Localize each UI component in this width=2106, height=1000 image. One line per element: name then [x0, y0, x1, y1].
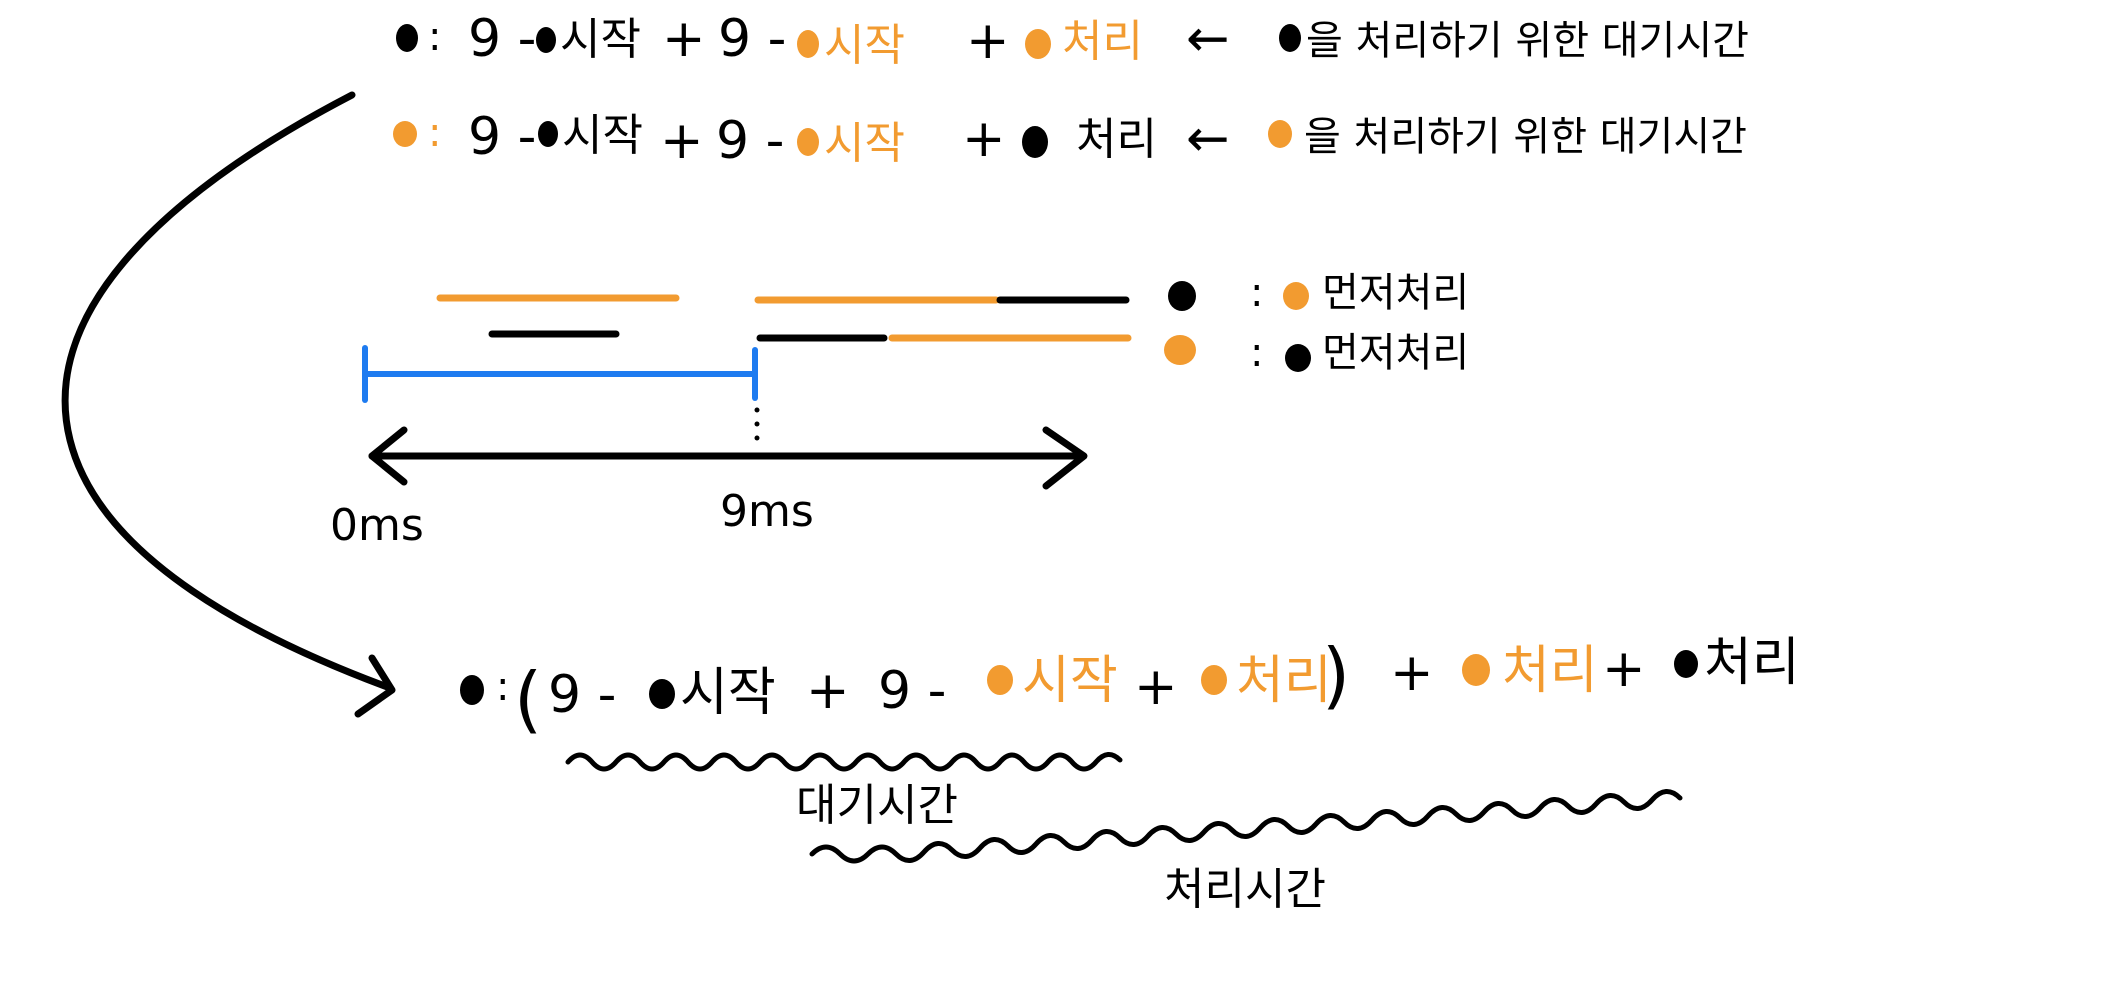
formula-orange-plus1: + — [660, 111, 704, 171]
blue-interval — [362, 345, 758, 403]
waiting-time-wave — [565, 752, 1123, 772]
legend: : 먼저처리 : 먼저처리 — [1164, 270, 1469, 376]
black-dot-icon — [1168, 281, 1196, 311]
formula-orange-start2: 시작 — [824, 118, 905, 169]
timeline-bars — [436, 294, 1132, 342]
formula-orange: : 9 - 시작 + 9 - 시작 + 처리 ← 을 처리하기 위한 대기시간 — [393, 107, 1747, 171]
orange-dot-icon — [1025, 29, 1051, 59]
black-dot-icon — [649, 679, 675, 709]
bottom-start2: 시작 — [1022, 651, 1118, 711]
processing-time-wave — [809, 789, 1683, 864]
formula-orange-plus2: + — [962, 109, 1006, 169]
bottom-colon: : — [496, 664, 509, 710]
black-dot-icon — [1674, 650, 1698, 678]
curved-arrow-head — [354, 654, 396, 718]
black-dot-icon — [1285, 344, 1311, 372]
formula-black-part2: 9 - — [718, 9, 786, 69]
dot-marker-2 — [754, 421, 760, 427]
orange-dot-icon — [1164, 335, 1196, 365]
axis-left-head — [368, 426, 408, 486]
black-dot-icon — [1279, 24, 1301, 52]
formula-orange-arrow: ← — [1186, 109, 1230, 169]
formula-black-plus1: + — [662, 9, 706, 69]
orange-dot-icon — [797, 128, 819, 156]
orange-dot-icon — [393, 121, 417, 147]
bottom-process2: 처리 — [1502, 641, 1598, 701]
formula-orange-part2: 9 - — [716, 111, 784, 171]
legend-text: 먼저처리 — [1322, 330, 1469, 376]
black-dot-icon — [536, 27, 556, 53]
axis-label-0ms: 0ms — [330, 500, 424, 551]
formula-black: : 9 - 시작 + 9 - 시작 + 처리 ← 을 처리하기 위한 대기시간 — [396, 9, 1749, 71]
black-dot-icon — [538, 121, 558, 147]
bottom-process3: 처리 — [1704, 633, 1800, 693]
bottom-process1: 처리 — [1236, 651, 1332, 711]
formula-black-note: 을 처리하기 위한 대기시간 — [1306, 18, 1749, 64]
formula-black-part1: 9 - — [468, 9, 536, 69]
formula-orange-process: 처리 — [1076, 114, 1157, 165]
processing-time-label: 처리시간 — [1164, 864, 1326, 915]
curved-arrow-shaft — [61, 91, 394, 692]
dot-marker-1 — [754, 407, 760, 413]
formula-orange-start1: 시작 — [562, 110, 643, 161]
legend-sep: : — [1250, 330, 1263, 376]
bottom-plus3: + — [1390, 643, 1434, 703]
axis-right-head — [1042, 426, 1088, 490]
orange-dot-icon — [797, 30, 819, 58]
orange-dot-icon — [1462, 654, 1490, 686]
bottom-open-paren: ( — [514, 657, 542, 741]
legend-item-orange-first: : 먼저처리 — [1164, 330, 1469, 376]
bottom-part1: 9 - — [548, 665, 616, 725]
axis-label-9ms: 9ms — [720, 486, 814, 537]
legend-item-black-first: : 먼저처리 — [1168, 270, 1469, 316]
bottom-plus1: + — [806, 661, 850, 721]
formula-black-process: 처리 — [1062, 16, 1143, 67]
formula-black-start1: 시작 — [560, 14, 641, 65]
bottom-close-paren: ) — [1322, 633, 1350, 717]
double-arrow-axis-icon — [368, 426, 1088, 490]
bottom-part2: 9 - — [878, 661, 946, 721]
dot-marker-3 — [754, 435, 760, 441]
orange-dot-icon — [1268, 120, 1292, 148]
orange-dot-icon — [1201, 665, 1227, 695]
formula-orange-part1: 9 - — [468, 107, 536, 167]
waiting-time-label: 대기시간 — [796, 780, 958, 831]
formula-black-colon: : — [428, 14, 441, 60]
legend-sep: : — [1250, 270, 1263, 316]
orange-dot-icon — [987, 665, 1013, 695]
bottom-formula: : ( 9 - 시작 + 9 - 시작 + 처리 ) + 처리 + 처리 — [460, 633, 1800, 741]
formula-orange-note: 을 처리하기 위한 대기시간 — [1304, 114, 1747, 160]
formula-orange-colon: : — [428, 110, 441, 156]
formula-black-start2: 시작 — [824, 20, 905, 71]
black-dot-icon — [396, 24, 418, 52]
black-dot-icon — [460, 675, 484, 705]
orange-dot-icon — [1283, 282, 1309, 310]
bottom-plus2: + — [1134, 657, 1178, 717]
legend-text: 먼저처리 — [1322, 270, 1469, 316]
bottom-start1: 시작 — [680, 663, 776, 723]
dotted-marker — [754, 407, 760, 441]
bottom-plus4: + — [1602, 639, 1646, 699]
formula-black-plus2: + — [966, 11, 1010, 71]
curved-arrow-icon — [61, 91, 396, 718]
formula-black-arrow: ← — [1186, 9, 1230, 69]
black-dot-icon — [1022, 126, 1048, 158]
